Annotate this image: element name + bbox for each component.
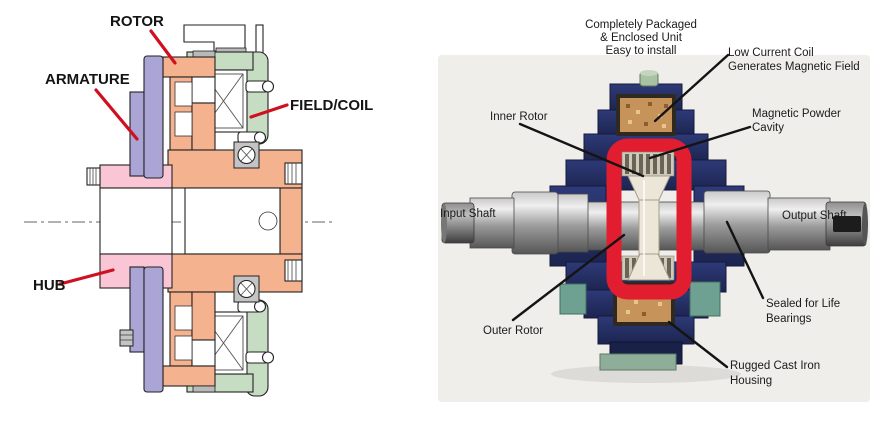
field-coil-label: FIELD/COIL — [290, 97, 373, 114]
keyway-slot — [833, 216, 861, 232]
shadow — [551, 365, 741, 383]
housing-label-line-2: Housing — [730, 375, 772, 387]
electromagnetic-clutch-diagram: ROTOR ARMATURE FIELD/COIL HUB — [24, 13, 373, 397]
housing-leader-line — [667, 320, 729, 369]
armature-label: ARMATURE — [45, 71, 130, 88]
powder-label-line-1: Magnetic Powder — [752, 108, 841, 120]
hub-label: HUB — [33, 277, 66, 294]
outer-rotor — [606, 138, 692, 300]
top-knob — [639, 70, 659, 87]
leader-lines — [511, 53, 765, 369]
inner-rotor-leader-line — [518, 122, 645, 178]
threaded-stub-top — [284, 162, 303, 185]
input-shaft-label: Input Shaft — [440, 208, 496, 220]
coil-top — [616, 94, 676, 136]
coil-label-line-1: Low Current Coil — [728, 47, 814, 59]
powder-cavity-leader-line — [648, 125, 752, 160]
powder-cavity-top — [621, 151, 675, 177]
bearing-top — [233, 141, 260, 169]
coil-label-line-2: Generates Magnetic Field — [728, 61, 860, 73]
armature-cross-section — [119, 55, 164, 393]
caption-line-1: Completely Packaged — [585, 19, 697, 31]
outer-rotor-label: Outer Rotor — [483, 325, 543, 337]
armature-leader-line — [94, 88, 139, 141]
field-coil-leader-line — [249, 103, 289, 119]
powder-label-line-2: Cavity — [752, 122, 784, 134]
output-shaft-label: Output Shaft — [782, 210, 847, 222]
caption-line-3: Easy to install — [606, 45, 677, 57]
hub-threaded-boss — [86, 167, 101, 186]
threaded-stub-bottom — [284, 259, 303, 282]
coil-leader-line — [653, 53, 730, 123]
hub-leader-line — [58, 268, 115, 286]
bearing-bottom — [233, 275, 260, 303]
caption-line-2: & Enclosed Unit — [600, 32, 683, 44]
armature-screw — [119, 329, 134, 347]
leader-lines — [58, 29, 289, 286]
magnetic-powder-clutch-photo: Completely Packaged & Enclosed Unit Easy… — [438, 19, 870, 402]
rotor-leader-line — [149, 29, 177, 65]
bearings-label-line-2: Bearings — [766, 313, 812, 325]
bearings-leader-line — [725, 220, 765, 300]
caption: Completely Packaged & Enclosed Unit Easy… — [585, 19, 697, 57]
housing-pads — [559, 281, 721, 371]
rotor-label: ROTOR — [110, 13, 164, 30]
bearings-label-line-1: Sealed for Life — [766, 298, 840, 310]
inner-rotor-label: Inner Rotor — [490, 111, 548, 123]
outer-rotor-leader-line — [511, 233, 626, 322]
housing-label-line-1: Rugged Cast Iron — [730, 360, 820, 372]
inner-rotor — [627, 175, 671, 281]
